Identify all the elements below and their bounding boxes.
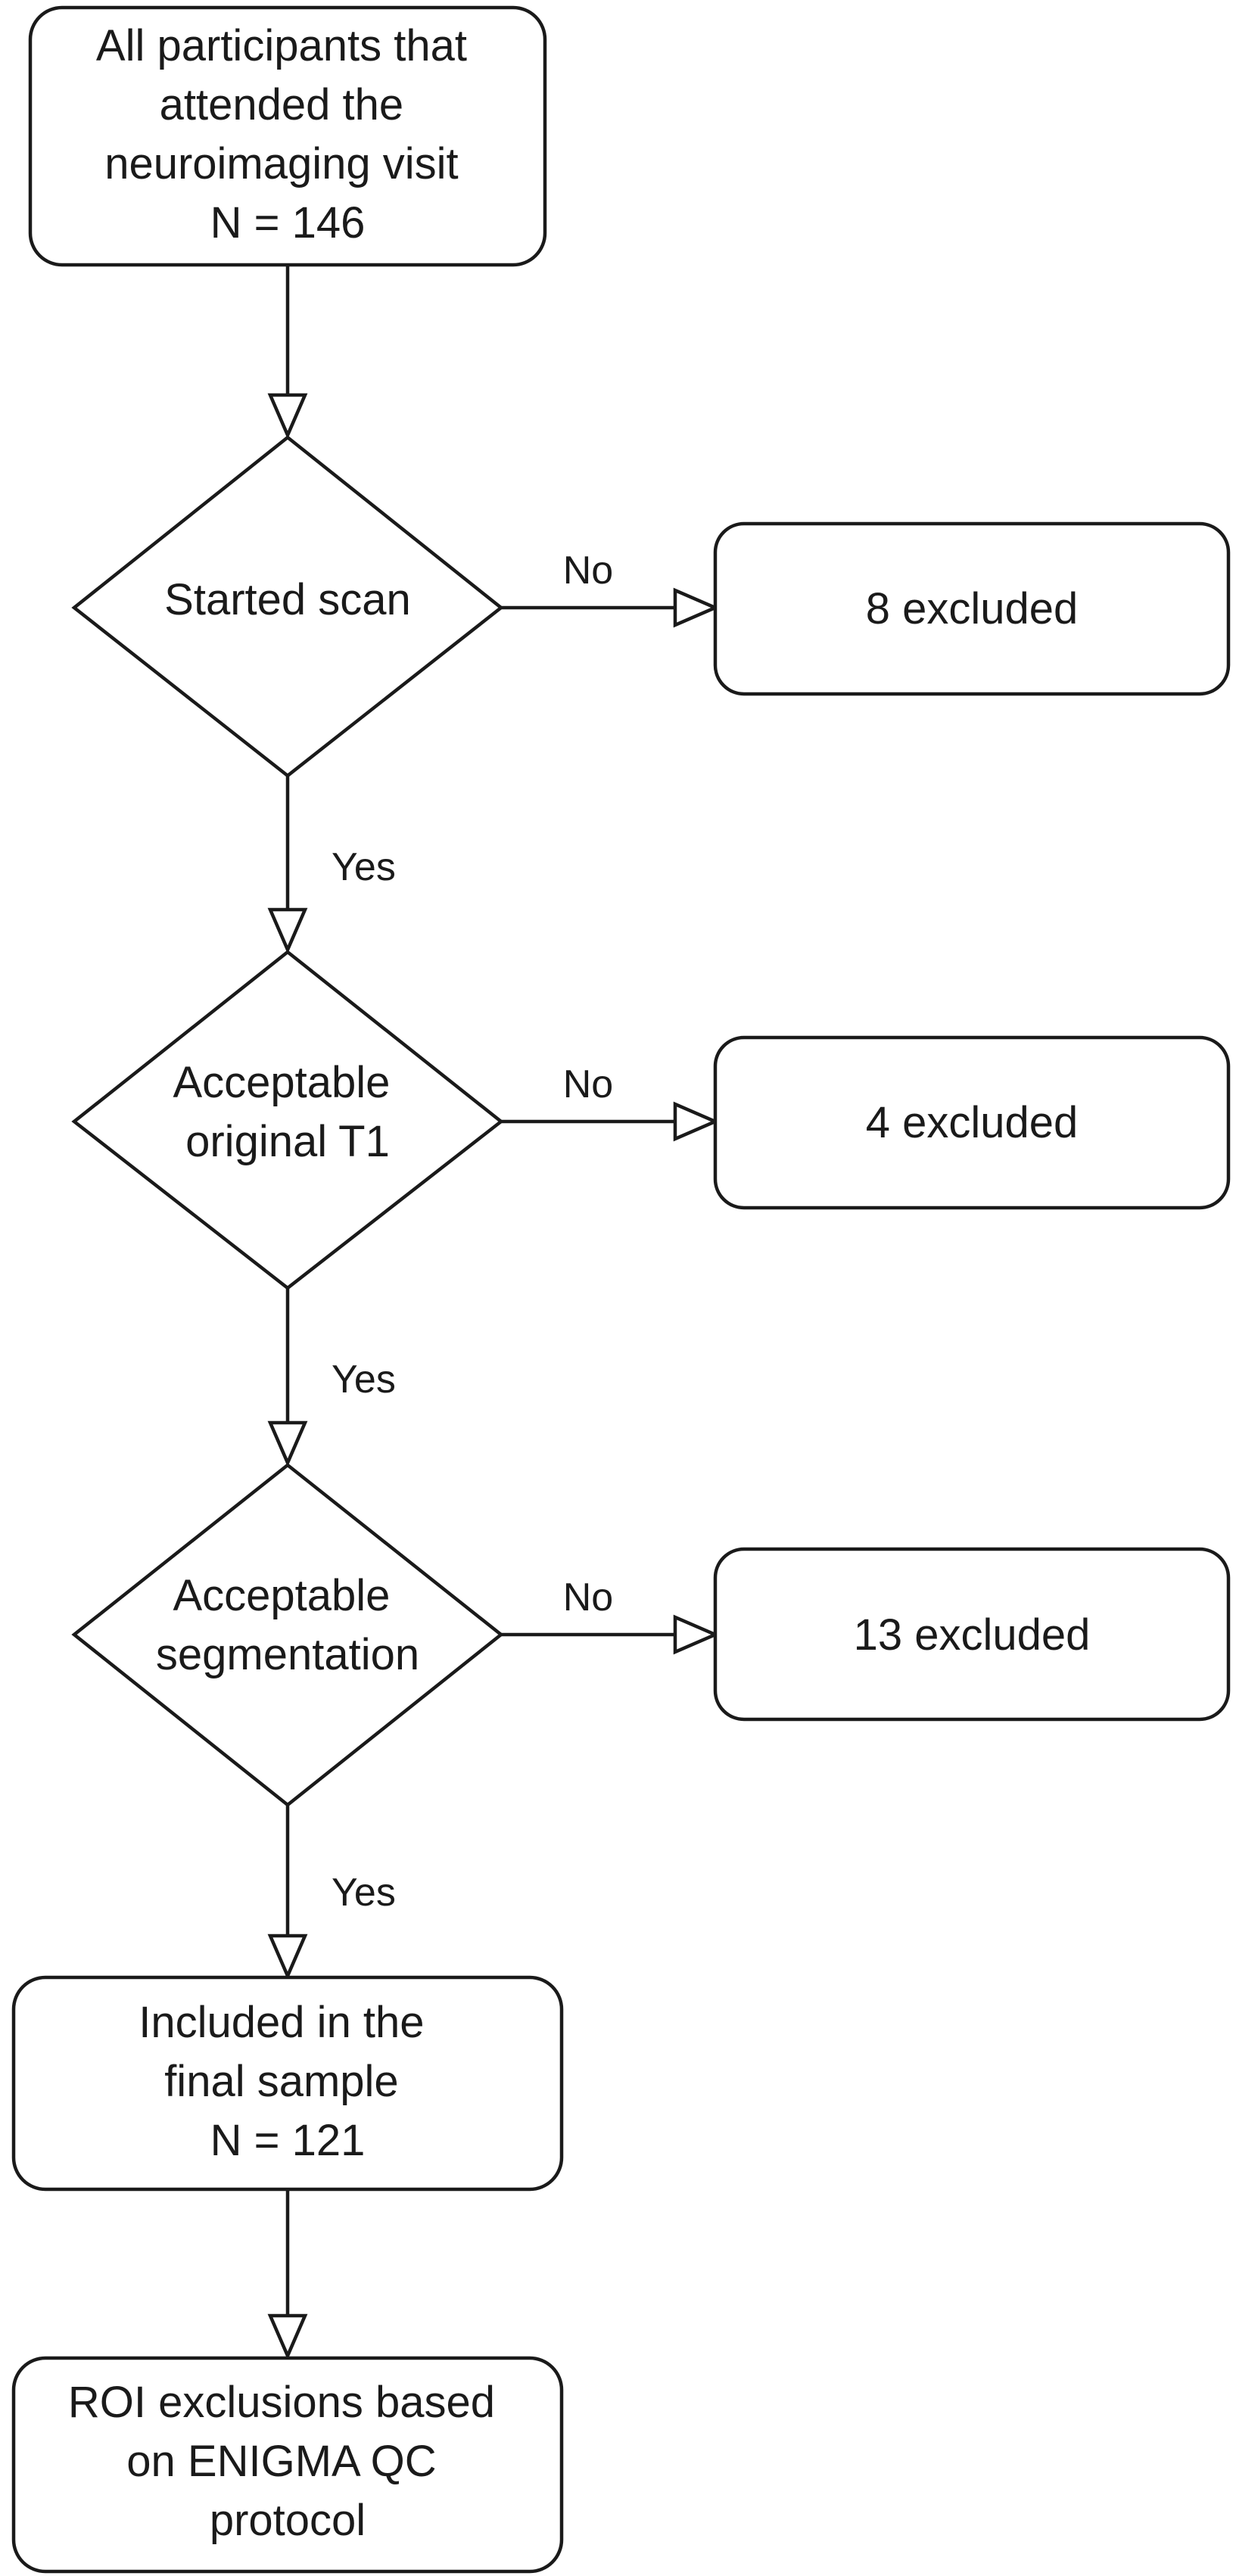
node-box <box>713 1547 1231 1722</box>
arrowhead <box>673 1614 720 1655</box>
node-box <box>713 1035 1231 1210</box>
node-excluded-8: 8 excluded <box>713 521 1231 696</box>
node-label: Started scan <box>164 575 411 624</box>
decision-diamond <box>71 950 504 1290</box>
node-label: Acceptable segmentation <box>156 1571 419 1679</box>
node-label: All participants that attended the neuro… <box>96 21 479 247</box>
node-excluded-13: 13 excluded <box>713 1547 1231 1722</box>
node-label-line: protocol <box>210 2496 366 2545</box>
edge-acceptable-t1-to-acceptable-segmentation: Yes <box>267 1288 396 1467</box>
node-label-line: attended the <box>160 80 404 129</box>
arrowhead <box>673 587 720 628</box>
node-label-line: Started scan <box>164 575 411 624</box>
node-start: All participants that attended the neuro… <box>28 5 547 267</box>
arrowhead <box>267 1420 308 1467</box>
node-label-line: final sample <box>164 2057 398 2106</box>
edge-acceptable-t1-to-excluded-4: No <box>501 1062 720 1142</box>
node-label-line: neuroimaging visit <box>104 139 458 188</box>
node-label: 4 excluded <box>866 1098 1079 1147</box>
node-label-line: 8 excluded <box>866 584 1079 633</box>
node-label-line: ROI exclusions based <box>68 2378 495 2427</box>
edge-started-scan-to-acceptable-t1: Yes <box>267 776 396 954</box>
node-label-line: All participants that <box>96 21 467 70</box>
decision-diamond <box>71 435 504 778</box>
edge-started-scan-to-excluded-8: No <box>501 549 720 628</box>
arrowhead <box>673 1101 720 1142</box>
node-label-line: original T1 <box>185 1117 390 1166</box>
node-final-sample: Included in the final sample N = 121 <box>11 1975 564 2192</box>
node-label-line: Acceptable <box>173 1058 390 1107</box>
node-acceptable-segmentation: Acceptable segmentation <box>71 1463 504 1807</box>
edge-label-yes: Yes <box>332 845 396 889</box>
node-label: Included in the final sample N = 121 <box>139 1998 436 2165</box>
arrowhead <box>267 393 308 440</box>
node-label-line: Included in the <box>139 1998 424 2047</box>
arrowhead <box>267 1934 308 1980</box>
edge-label-yes: Yes <box>332 1871 396 1915</box>
edge-final-sample-to-roi-exclusions <box>267 2189 308 2360</box>
edge-acceptable-segmentation-to-excluded-13: No <box>501 1576 720 1655</box>
node-acceptable-t1: Acceptable original T1 <box>71 950 504 1290</box>
node-box <box>28 5 547 267</box>
arrowhead <box>267 2313 308 2360</box>
node-box <box>11 1975 564 2192</box>
edge-start-to-started-scan <box>267 265 308 440</box>
edge-label-no: No <box>563 549 613 593</box>
edge-label-no: No <box>563 1062 613 1106</box>
edge-label-yes: Yes <box>332 1358 396 1402</box>
node-label-line: Acceptable <box>173 1571 390 1620</box>
node-label: 8 excluded <box>866 584 1079 633</box>
node-excluded-4: 4 excluded <box>713 1035 1231 1210</box>
edge-acceptable-segmentation-to-final-sample: Yes <box>267 1805 396 1980</box>
node-label-line: 4 excluded <box>866 1098 1079 1147</box>
decision-diamond <box>71 1463 504 1807</box>
node-label-line: on ENIGMA QC <box>126 2437 436 2486</box>
node-label: 13 excluded <box>854 1610 1091 1660</box>
node-label-line: N = 146 <box>210 198 366 247</box>
node-label-line: 13 excluded <box>854 1610 1091 1660</box>
node-roi-exclusions: ROI exclusions based on ENIGMA QC protoc… <box>11 2356 564 2574</box>
node-label-line: N = 121 <box>210 2116 366 2165</box>
node-label-line: segmentation <box>156 1630 419 1679</box>
node-box <box>11 2356 564 2574</box>
node-label: ROI exclusions based on ENIGMA QC protoc… <box>68 2378 507 2545</box>
node-label: Acceptable original T1 <box>173 1058 402 1166</box>
arrowhead <box>267 907 308 954</box>
node-started-scan: Started scan <box>71 435 504 778</box>
node-box <box>713 521 1231 696</box>
edge-label-no: No <box>563 1576 613 1619</box>
